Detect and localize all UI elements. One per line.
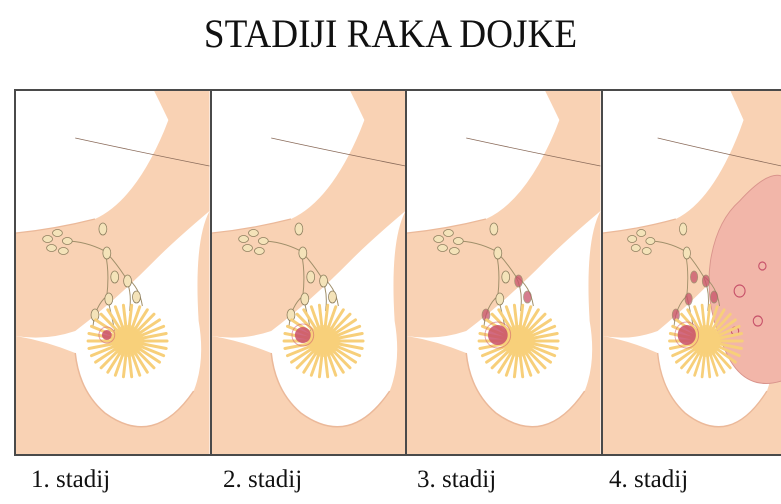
lymph-node: [298, 247, 306, 259]
mammary-gland: [88, 305, 167, 377]
axillary-node: [248, 230, 258, 237]
axillary-node: [434, 236, 444, 243]
axillary-node: [238, 236, 248, 243]
lymph-node: [710, 291, 717, 303]
tumor: [488, 325, 508, 345]
lymph-node: [494, 247, 502, 259]
mammary-gland: [284, 305, 363, 377]
axillary-node: [254, 248, 264, 255]
lymph-node: [490, 223, 498, 235]
gland-core: [503, 325, 535, 357]
axillary-node: [642, 248, 651, 255]
axillary-node: [645, 238, 654, 245]
diagram-title: STADIJI RAKA DOJKE: [27, 10, 753, 57]
axillary-node: [636, 230, 645, 237]
lymph-node: [111, 271, 119, 283]
axillary-node: [43, 236, 53, 243]
tumor: [677, 325, 695, 345]
lymph-node: [124, 275, 132, 287]
lymph-node: [300, 293, 308, 305]
axillary-node: [47, 245, 57, 252]
lymph-node: [496, 293, 504, 305]
lymph-node: [328, 291, 336, 303]
stage-2-illustration: [212, 91, 408, 454]
lymph-node: [103, 247, 111, 259]
stage-2-label: 2. stadij: [223, 466, 302, 494]
axillary-node: [53, 230, 63, 237]
lymph-node: [99, 223, 107, 235]
axillary-node: [258, 238, 268, 245]
stage-4-label: 4. stadij: [609, 466, 688, 494]
lymph-node: [679, 223, 686, 235]
lymph-node: [502, 271, 510, 283]
stage-1-illustration: [16, 91, 212, 454]
lymph-node: [306, 271, 314, 283]
stage-3-label: 3. stadij: [417, 466, 496, 494]
axillary-node: [453, 238, 463, 245]
axillary-node: [444, 230, 454, 237]
lymph-node: [515, 275, 523, 287]
axillary-node: [58, 248, 68, 255]
stage-3-illustration: [407, 91, 603, 454]
lymph-node: [523, 291, 531, 303]
lymph-node: [690, 271, 697, 283]
gland-core: [691, 325, 720, 357]
axillary-node: [449, 248, 459, 255]
axillary-node: [242, 245, 252, 252]
lymph-node: [294, 223, 302, 235]
gland-core: [112, 325, 144, 357]
axillary-node: [631, 245, 640, 252]
lymph-node: [105, 293, 113, 305]
axillary-node: [438, 245, 448, 252]
lymph-node: [702, 275, 709, 287]
axillary-node: [62, 238, 72, 245]
lymph-node: [132, 291, 140, 303]
lymph-node: [683, 247, 690, 259]
tumor: [102, 330, 112, 340]
axillary-node: [627, 236, 636, 243]
tumor: [294, 327, 310, 343]
lymph-node: [319, 275, 327, 287]
stage-4-illustration: [603, 91, 781, 454]
lymph-node: [684, 293, 691, 305]
stages-panel-strip: [14, 89, 781, 456]
stage-1-label: 1. stadij: [31, 466, 110, 494]
